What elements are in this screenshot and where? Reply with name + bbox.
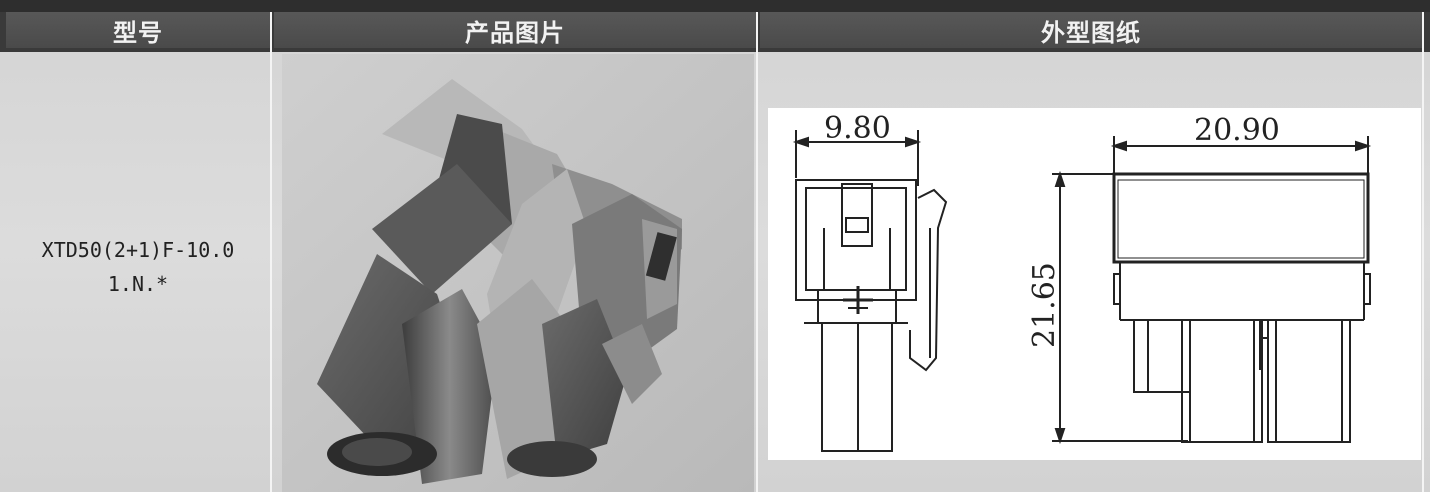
- header-model: 型号: [6, 12, 270, 48]
- header-row: 型号 产品图片 外型图纸: [0, 0, 1430, 52]
- dim-label-front-width: 20.90: [1194, 113, 1280, 148]
- outline-drawing: 9.80 20.90 21.65: [768, 108, 1421, 460]
- product-photo: [282, 54, 754, 492]
- column-divider: [756, 12, 758, 492]
- side-view: [795, 179, 948, 452]
- model-suffix: 1.N.*: [107, 272, 169, 296]
- dim-label-side-width: 9.80: [824, 111, 891, 146]
- model-number: XTD50(2+1)F-10.0: [41, 238, 235, 262]
- header-top-band: [0, 0, 1430, 12]
- connector-body: [317, 79, 682, 484]
- header-drawing: 外型图纸: [760, 12, 1422, 48]
- column-divider: [270, 12, 272, 492]
- dim-label-height: 21.65: [1027, 262, 1062, 348]
- front-view: [1112, 172, 1371, 443]
- column-divider: [1422, 12, 1424, 492]
- header-photo: 产品图片: [274, 12, 756, 48]
- model-cell: XTD50(2+1)F-10.0 1.N.*: [6, 52, 270, 492]
